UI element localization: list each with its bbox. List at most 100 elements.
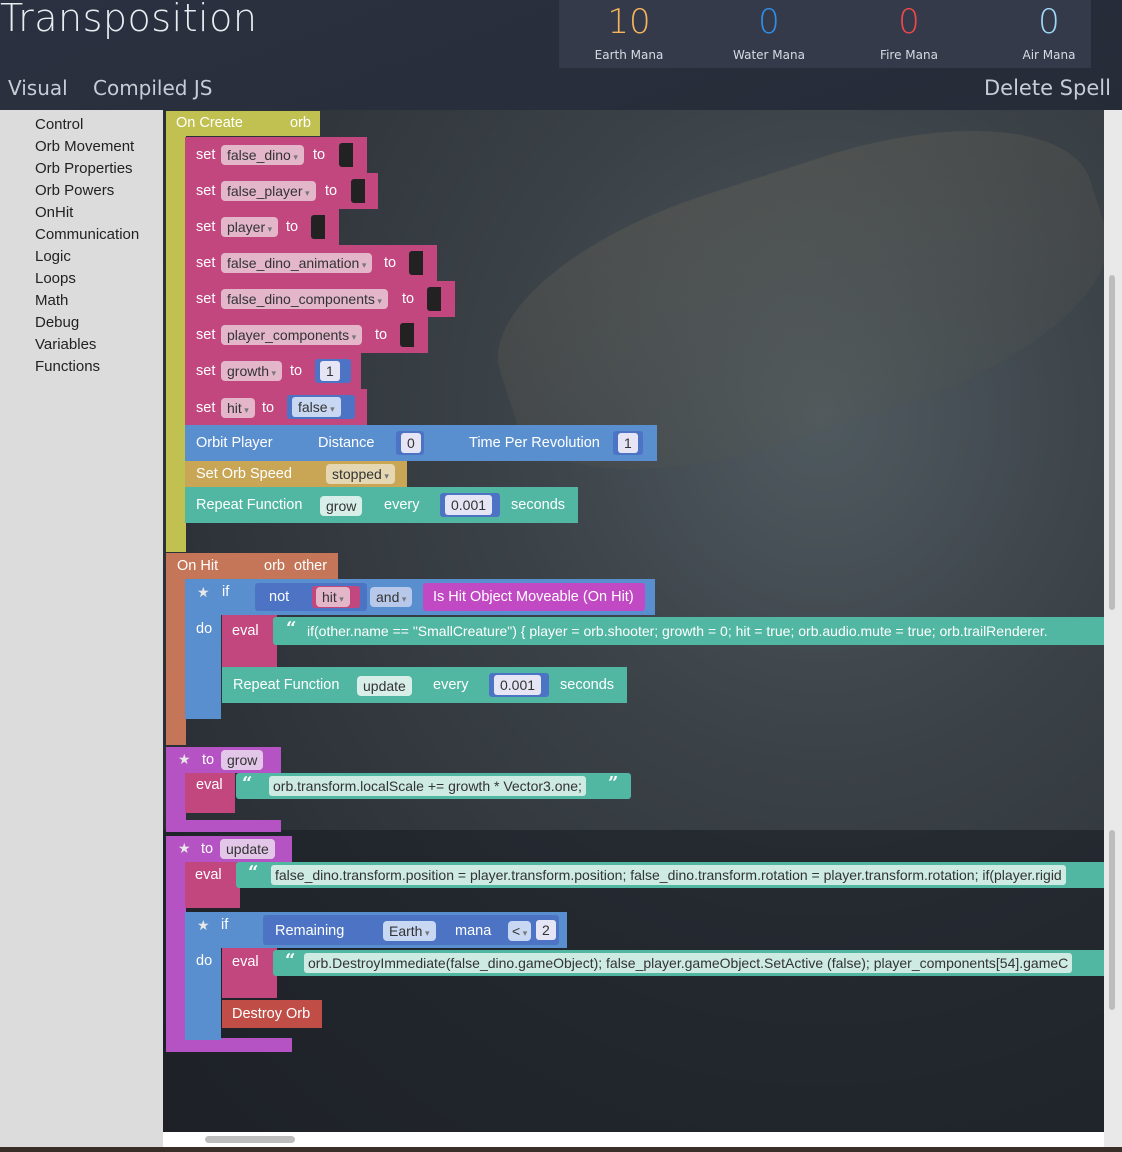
number-block[interactable]: 0.001 — [489, 673, 549, 697]
on-create-block[interactable]: On Create orb — [166, 111, 320, 136]
function-name-field[interactable]: update — [220, 839, 275, 859]
variable-dropdown[interactable]: growth — [221, 361, 283, 381]
number-block[interactable]: 0.001 — [440, 493, 500, 517]
repeat-function-block[interactable]: Repeat Function grow every 0.001 seconds — [185, 487, 578, 523]
variable-dropdown[interactable]: player — [221, 217, 279, 237]
seconds-label: seconds — [560, 677, 615, 693]
function-name-field[interactable]: update — [357, 676, 412, 696]
threshold-field[interactable]: 2 — [536, 920, 556, 940]
category-math[interactable]: Math — [35, 292, 69, 309]
set-block[interactable]: set false_player to — [185, 173, 378, 209]
variable-dropdown[interactable]: false_player — [221, 181, 316, 201]
function-grow-block[interactable]: ★ to grow — [166, 747, 281, 773]
boolean-block[interactable]: false — [287, 395, 355, 419]
variable-dropdown[interactable]: false_dino — [221, 145, 304, 165]
number-block[interactable]: 0 — [396, 431, 424, 455]
category-communication[interactable]: Communication — [35, 226, 140, 243]
on-hit-label: On Hit — [177, 558, 219, 574]
operator-dropdown[interactable]: and — [370, 587, 413, 607]
eval-code-field[interactable]: orb.transform.localScale += growth * Vec… — [269, 776, 586, 796]
set-block[interactable]: set false_dino_components to — [185, 281, 455, 317]
star-icon[interactable]: ★ — [197, 917, 210, 933]
value-socket[interactable] — [409, 251, 423, 275]
on-hit-block[interactable]: On Hit orb other — [166, 553, 338, 579]
variable-dropdown[interactable]: false_dino_animation — [221, 253, 373, 273]
eval-block[interactable]: eval — [185, 862, 240, 908]
if-block[interactable]: ★ if Remaining Earth mana < 2 — [185, 912, 567, 948]
set-block[interactable]: set false_dino_animation to — [185, 245, 437, 281]
variable-dropdown[interactable]: hit — [316, 587, 350, 607]
value-socket[interactable] — [400, 323, 414, 347]
eval-code-field[interactable]: orb.DestroyImmediate(false_dino.gameObje… — [304, 953, 1073, 973]
tab-visual[interactable]: Visual — [8, 76, 68, 100]
variable-dropdown[interactable]: player_components — [221, 325, 363, 345]
category-variables[interactable]: Variables — [35, 336, 97, 353]
category-logic[interactable]: Logic — [35, 248, 71, 265]
distance-field[interactable]: 0 — [401, 433, 421, 453]
category-orb-powers[interactable]: Orb Powers — [35, 182, 115, 199]
function-name-field[interactable]: grow — [221, 750, 264, 770]
category-functions[interactable]: Functions — [35, 358, 101, 375]
set-block[interactable]: set hit to false — [185, 389, 367, 425]
destroy-orb-block[interactable]: Destroy Orb — [222, 1000, 322, 1028]
value-socket[interactable] — [351, 179, 365, 203]
value-socket[interactable] — [311, 215, 325, 239]
operator-dropdown[interactable]: < — [508, 921, 532, 941]
earth-mana-label: Earth Mana — [594, 48, 664, 62]
function-update-block[interactable]: ★ to update — [166, 836, 292, 862]
scroll-thumb[interactable] — [1109, 830, 1115, 1010]
set-block[interactable]: set player to — [185, 209, 339, 245]
text-block[interactable]: “ if(other.name == "SmallCreature") { pl… — [273, 617, 1104, 645]
scroll-thumb[interactable] — [205, 1136, 295, 1143]
text-block[interactable]: “ false_dino.transform.position = player… — [236, 862, 1104, 888]
category-orb-properties[interactable]: Orb Properties — [35, 160, 133, 177]
category-onhit[interactable]: OnHit — [35, 204, 74, 221]
quote-open-icon: “ — [248, 862, 259, 883]
category-control[interactable]: Control — [35, 116, 84, 133]
function-name-field[interactable]: grow — [320, 496, 363, 516]
star-icon[interactable]: ★ — [178, 840, 191, 856]
number-field[interactable]: 1 — [320, 361, 340, 381]
category-debug[interactable]: Debug — [35, 314, 80, 331]
value-socket[interactable] — [427, 287, 441, 311]
number-block[interactable]: 1 — [315, 359, 351, 383]
text-block[interactable]: “ orb.transform.localScale += growth * V… — [236, 773, 631, 799]
speed-dropdown[interactable]: stopped — [326, 464, 395, 484]
star-icon[interactable]: ★ — [197, 584, 210, 600]
hit-moveable-block[interactable]: Is Hit Object Moveable (On Hit) — [423, 583, 645, 611]
variable-dropdown[interactable]: hit — [221, 398, 255, 418]
eval-block[interactable]: eval — [185, 773, 235, 813]
eval-block[interactable]: eval — [222, 948, 277, 998]
delete-spell-button[interactable]: Delete Spell — [984, 76, 1111, 100]
text-block[interactable]: “ orb.DestroyImmediate(false_dino.gameOb… — [273, 950, 1104, 976]
eval-code-field[interactable]: false_dino.transform.position = player.t… — [271, 865, 1066, 885]
if-block[interactable]: ★ if not hit and Is Hit Object Moveable … — [185, 579, 655, 615]
interval-field[interactable]: 0.001 — [445, 495, 493, 515]
star-icon[interactable]: ★ — [178, 751, 191, 767]
set-block[interactable]: set player_components to — [185, 317, 428, 353]
category-orb-movement[interactable]: Orb Movement — [35, 138, 135, 155]
logic-and-block[interactable]: not hit — [255, 583, 367, 611]
eval-block[interactable]: eval — [222, 615, 277, 667]
scroll-thumb[interactable] — [1109, 275, 1115, 610]
set-block[interactable]: set growth to 1 — [185, 353, 361, 389]
number-block[interactable]: 2 — [531, 918, 559, 942]
time-field[interactable]: 1 — [618, 433, 638, 453]
tab-compiled-js[interactable]: Compiled JS — [93, 76, 213, 100]
variable-get-block[interactable]: hit — [312, 586, 360, 608]
block-workspace[interactable]: On Create orb set false_dino to set fals… — [163, 110, 1104, 1132]
boolean-dropdown[interactable]: false — [292, 397, 341, 417]
compare-block[interactable]: Remaining Earth mana < — [263, 915, 559, 945]
repeat-function-block[interactable]: Repeat Function update every 0.001 secon… — [222, 667, 627, 703]
set-block[interactable]: set false_dino to — [185, 137, 367, 173]
number-block[interactable]: 1 — [613, 431, 643, 455]
eval-code-field[interactable]: if(other.name == "SmallCreature") { play… — [307, 623, 1048, 639]
category-loops[interactable]: Loops — [35, 270, 76, 287]
vertical-scrollbar[interactable] — [1104, 110, 1122, 1152]
interval-field[interactable]: 0.001 — [494, 675, 542, 695]
variable-dropdown[interactable]: false_dino_components — [221, 289, 388, 309]
value-socket[interactable] — [339, 143, 353, 167]
orbit-player-block[interactable]: Orbit Player Distance 0 Time Per Revolut… — [185, 425, 657, 461]
set-orb-speed-block[interactable]: Set Orb Speed stopped — [185, 461, 407, 487]
mana-type-dropdown[interactable]: Earth — [383, 921, 436, 941]
